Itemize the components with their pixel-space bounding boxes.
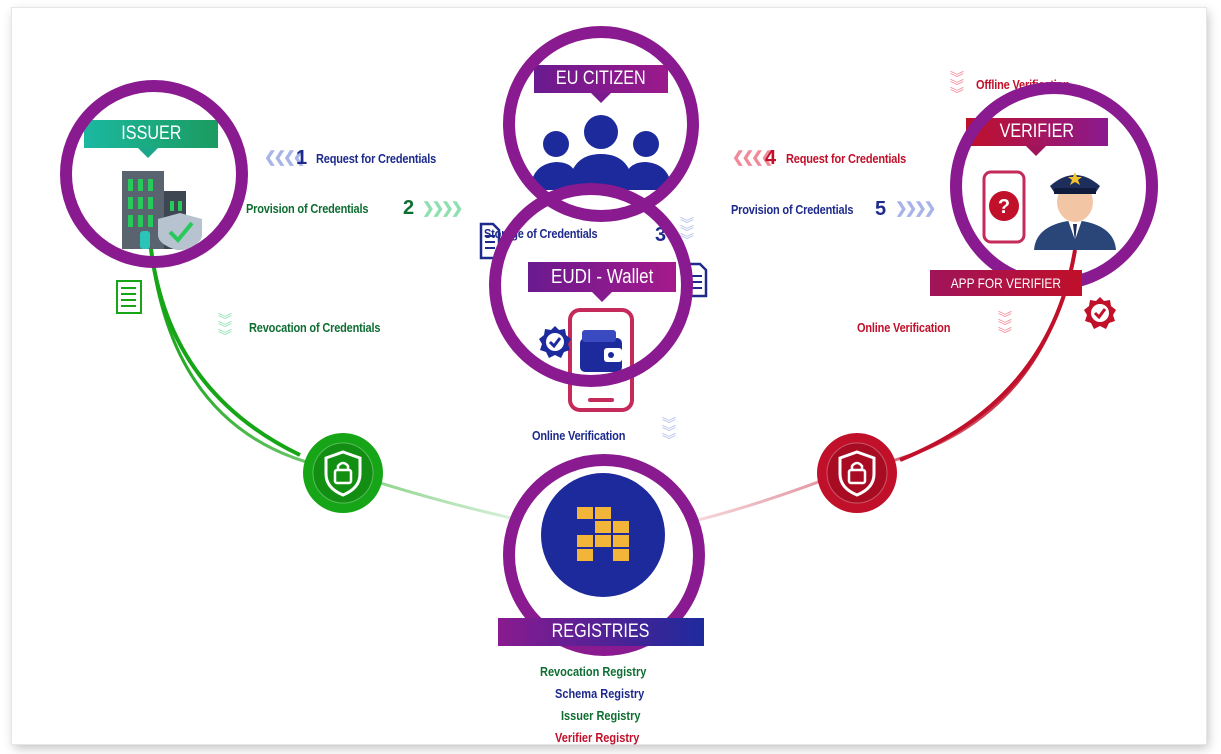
- registry-item: Schema Registry: [555, 687, 645, 701]
- step4-label: Request for Credentials: [786, 152, 907, 166]
- step5-arrow: ❯❯❯❯: [895, 200, 936, 217]
- lock-shield-icon: [303, 433, 383, 513]
- lock-shield-icon: [817, 433, 897, 513]
- offline-verification-arrow: ︾︾︾: [950, 70, 964, 102]
- online-verification-right-arrow: ︾︾︾: [998, 310, 1012, 342]
- step4-arrow: ❮❮❮❮: [732, 149, 773, 166]
- online-verification-center-arrow: ︾︾︾: [662, 416, 676, 448]
- verifier-ring: [950, 82, 1158, 290]
- revocation-arrow: ︾︾︾: [218, 312, 232, 344]
- app-tag: APP FOR VERIFIER: [930, 270, 1082, 296]
- step5-label: Provision of Credentials: [731, 203, 854, 217]
- wallet-ring: [489, 183, 693, 387]
- revocation-label: Revocation of Credentials: [249, 321, 381, 335]
- step2-number: 2: [403, 197, 415, 219]
- verified-badge-icon: [1084, 297, 1116, 329]
- storage-arrow: ︾︾︾: [680, 216, 694, 248]
- online-verification-right-label: Online Verification: [857, 321, 951, 335]
- step2-label: Provision of Credentials: [246, 202, 369, 216]
- step2-arrow: ❯❯❯❯: [422, 200, 463, 217]
- registries-tag: REGISTRIES: [498, 618, 704, 646]
- issuer-ring: [60, 80, 248, 268]
- step5-number: 5: [875, 198, 887, 220]
- online-verification-center-label: Online Verification: [532, 429, 626, 443]
- registry-item: Issuer Registry: [561, 709, 641, 723]
- registry-item: Revocation Registry: [540, 665, 647, 679]
- checklist-icon: [116, 280, 142, 314]
- step1-arrow: ❮❮❮❮: [264, 149, 305, 166]
- step4-number: 4: [765, 147, 777, 169]
- step1-label: Request for Credentials: [316, 152, 437, 166]
- registry-item: Verifier Registry: [555, 731, 640, 745]
- step1-number: 1: [296, 147, 308, 169]
